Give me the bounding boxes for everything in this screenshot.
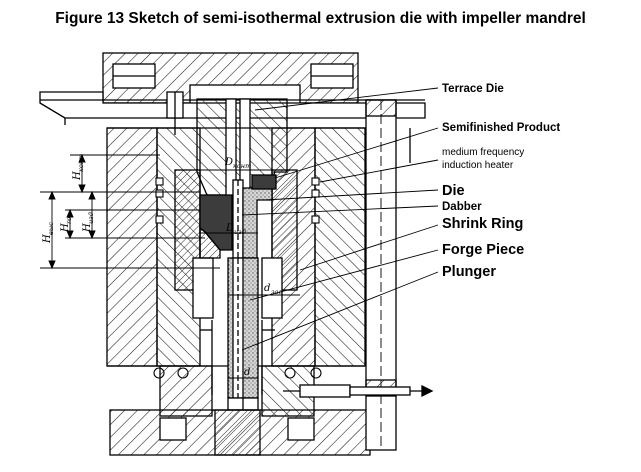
dim-h-vyd: H	[42, 234, 53, 244]
dim-d-zag-sub: заг	[271, 288, 282, 296]
label-shrink-ring: Shrink Ring	[442, 216, 523, 232]
dim-h-izd: H	[82, 223, 93, 233]
label-terrace-die: Terrace Die	[442, 83, 504, 95]
guide-column	[365, 99, 411, 451]
ejector-rod	[283, 384, 434, 398]
leader-lines	[241, 87, 439, 351]
dim-d-zag: d	[264, 283, 270, 294]
label-heater-line1: medium frequency	[442, 147, 524, 158]
dim-h-izd-sub: изд	[87, 212, 95, 224]
labels: Terrace Die Semifinished Product medium …	[442, 83, 560, 280]
dim-h-ro-sub: ro	[65, 217, 73, 224]
base-plate	[109, 409, 371, 456]
dim-h-lines	[40, 153, 300, 379]
dim-d-izd-sub: изд	[234, 228, 246, 236]
semifinished-product	[251, 174, 277, 190]
label-dabber: Dabber	[442, 201, 482, 213]
dim-d-small: d	[244, 367, 250, 378]
dim-d-kont-sub: конт	[233, 162, 251, 170]
label-forge-piece: Forge Piece	[442, 242, 524, 258]
forge-piece	[227, 187, 273, 399]
label-semifinished-product: Semifinished Product	[442, 122, 560, 134]
top-plate	[102, 52, 359, 108]
dim-h-vyd-sub: выс	[47, 222, 55, 235]
dim-h-kont: H	[72, 171, 83, 181]
label-heater-line2: induction heater	[442, 160, 514, 171]
plunger	[227, 397, 259, 411]
label-plunger: Plunger	[442, 264, 496, 280]
label-die: Die	[442, 183, 465, 199]
dim-d-kont: D	[224, 157, 233, 168]
dimension-labels: D конт D изд d заг d H конт H выс H ro H…	[42, 154, 282, 378]
dim-h-ro: H	[60, 223, 71, 233]
figure-title: Figure 13 Sketch of semi-isothermal extr…	[55, 10, 586, 27]
die	[199, 194, 233, 259]
dim-d-izd: D	[225, 223, 234, 234]
dim-h-kont-sub: конт	[77, 154, 85, 172]
